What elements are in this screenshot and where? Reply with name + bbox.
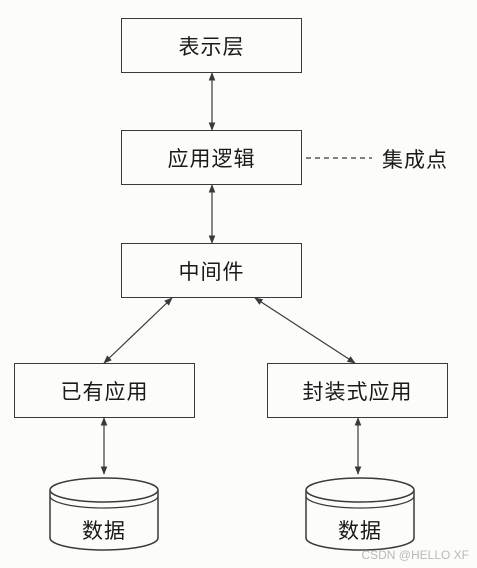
app-logic-label: 应用逻辑 bbox=[167, 146, 256, 171]
packaged-app-label: 封装式应用 bbox=[302, 379, 413, 404]
watermark: CSDN @HELLO XF bbox=[361, 548, 469, 562]
presentation-layer-label: 表示层 bbox=[178, 34, 245, 59]
middleware-label: 中间件 bbox=[178, 259, 245, 284]
presentation-layer-box: 表示层 bbox=[121, 18, 302, 73]
middleware-box: 中间件 bbox=[121, 243, 302, 298]
database-left bbox=[49, 477, 159, 551]
existing-app-box: 已有应用 bbox=[14, 363, 195, 418]
arrow-middleware-existing bbox=[103, 297, 173, 364]
database-right bbox=[305, 477, 415, 551]
arrow-middleware-packaged bbox=[254, 297, 356, 364]
packaged-app-box: 封装式应用 bbox=[267, 363, 448, 418]
app-logic-box: 应用逻辑 bbox=[121, 130, 302, 185]
integration-point-label: 集成点 bbox=[382, 148, 448, 172]
existing-app-label: 已有应用 bbox=[60, 379, 149, 404]
database-left-label: 数据 bbox=[82, 519, 126, 543]
database-right-label: 数据 bbox=[338, 519, 382, 543]
